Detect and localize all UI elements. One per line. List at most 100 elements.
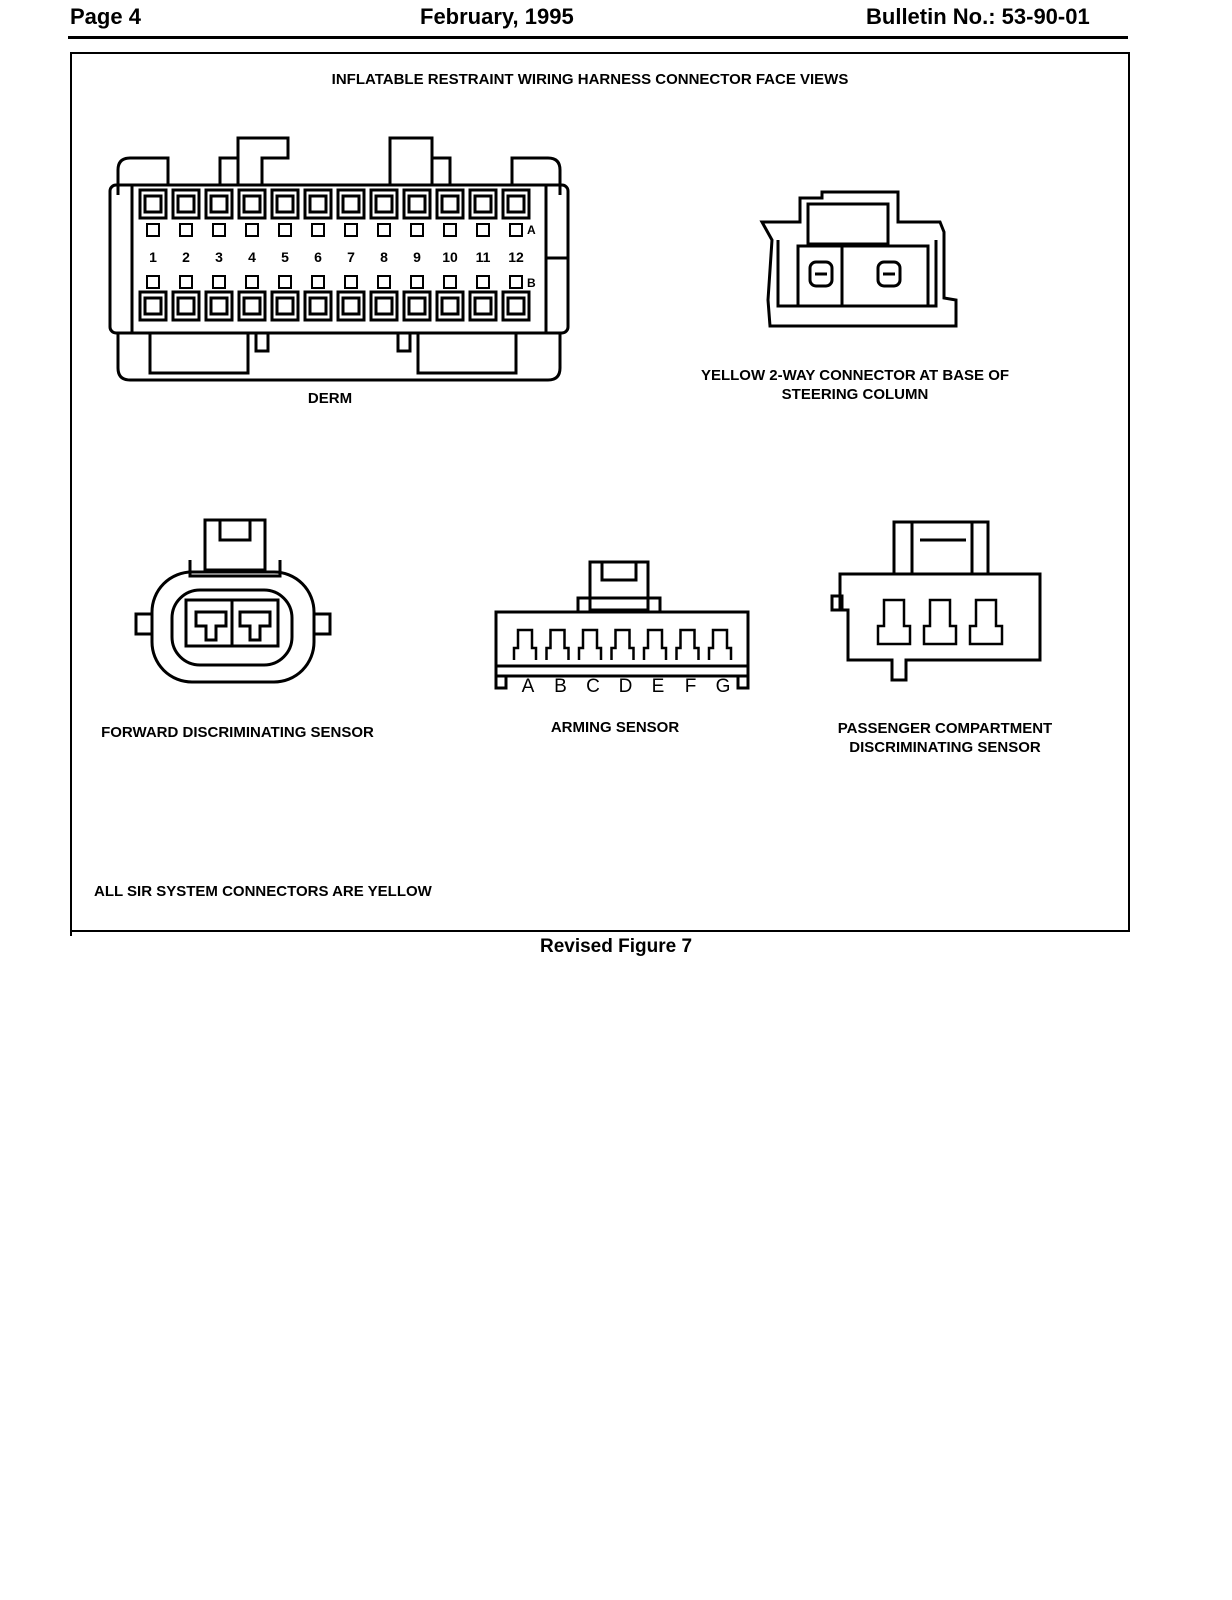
derm-top-cavity	[303, 188, 333, 220]
figure-frame	[70, 52, 1130, 936]
yellow-connector-label-line1: YELLOW 2-WAY CONNECTOR AT BASE OF	[700, 367, 1010, 384]
derm-pin-number: 1	[149, 249, 157, 265]
passenger-sensor-drawing	[830, 520, 1042, 682]
arming-pin-letter: E	[652, 676, 665, 697]
derm-pin-number: 4	[248, 249, 256, 265]
arming-pin-cavity	[642, 628, 668, 660]
derm-top-cavity-inner	[275, 194, 295, 214]
derm-top-cavity	[468, 188, 498, 220]
arming-pin-letter: G	[716, 676, 731, 697]
derm-pin-number: 12	[508, 249, 524, 265]
derm-row-b-pin	[311, 275, 325, 289]
derm-row-b-pin	[476, 275, 490, 289]
derm-bottom-cavity	[171, 290, 201, 322]
arming-pin-cavity	[707, 628, 733, 660]
derm-pin-number: 7	[347, 249, 355, 265]
derm-bottom-cavity-inner	[308, 296, 328, 316]
passenger-sensor-label-line1: PASSENGER COMPARTMENT	[837, 720, 1053, 737]
derm-top-cavity-inner	[473, 194, 493, 214]
arming-pin-cavity	[512, 628, 538, 660]
footnote: ALL SIR SYSTEM CONNECTORS ARE YELLOW	[94, 883, 432, 900]
derm-row-b-pin	[179, 275, 193, 289]
derm-row-a-pin	[443, 223, 457, 237]
derm-pin-number: 9	[413, 249, 421, 265]
derm-row-a-pin	[245, 223, 259, 237]
derm-bottom-cavity	[435, 290, 465, 322]
derm-bottom-cavity-inner	[374, 296, 394, 316]
yellow-2way-connector-drawing	[759, 190, 958, 328]
derm-row-b-pin	[509, 275, 523, 289]
derm-top-cavity-inner	[242, 194, 262, 214]
derm-row-a-pin	[509, 223, 523, 237]
derm-row-a-pin	[311, 223, 325, 237]
derm-bottom-cavity-inner	[440, 296, 460, 316]
forward-sensor-label: FORWARD DISCRIMINATING SENSOR	[101, 724, 374, 741]
derm-bottom-cavity	[138, 290, 168, 322]
derm-top-cavity	[138, 188, 168, 220]
derm-row-a-pin	[344, 223, 358, 237]
derm-bottom-cavity-inner	[407, 296, 427, 316]
issue-date: February, 1995	[420, 4, 574, 29]
derm-row-b-pin	[146, 275, 160, 289]
derm-row-a-pin	[377, 223, 391, 237]
derm-top-cavity-inner	[209, 194, 229, 214]
derm-bottom-cavity	[402, 290, 432, 322]
arming-pin-cavity	[545, 628, 570, 660]
derm-bottom-cavity	[336, 290, 366, 322]
derm-top-cavity	[237, 188, 267, 220]
derm-row-b-pin	[278, 275, 292, 289]
derm-bottom-cavity	[237, 290, 267, 322]
derm-bottom-cavity-inner	[209, 296, 229, 316]
arming-pin-cavity	[610, 628, 635, 660]
forward-sensor-drawing	[134, 518, 332, 684]
arming-pin-cavity	[577, 628, 603, 660]
derm-pin-number: 6	[314, 249, 322, 265]
derm-top-cavity	[270, 188, 300, 220]
derm-top-cavity-inner	[374, 194, 394, 214]
derm-bottom-cavity	[204, 290, 234, 322]
derm-bottom-cavity-inner	[473, 296, 493, 316]
arming-pin-letter: D	[619, 676, 633, 697]
derm-row-b-pin	[377, 275, 391, 289]
derm-bottom-cavity	[501, 290, 531, 322]
derm-bottom-cavity-inner	[275, 296, 295, 316]
arming-sensor-drawing	[494, 560, 750, 690]
arming-pin-letter: B	[554, 676, 567, 697]
derm-row-b-pin	[245, 275, 259, 289]
derm-row-a-pin	[410, 223, 424, 237]
derm-pin-number: 8	[380, 249, 388, 265]
derm-bottom-cavity-inner	[143, 296, 163, 316]
derm-bottom-cavity-inner	[176, 296, 196, 316]
derm-bottom-cavity	[369, 290, 399, 322]
arming-pin-cavity	[675, 628, 700, 660]
page-number: Page 4	[70, 4, 141, 29]
passenger-pin-cavity	[968, 598, 1004, 646]
yellow-connector-label: YELLOW 2-WAY CONNECTOR AT BASE OF STEERI…	[640, 366, 1070, 404]
derm-top-cavity-inner	[308, 194, 328, 214]
derm-top-cavity-inner	[440, 194, 460, 214]
derm-row-a-pin	[179, 223, 193, 237]
derm-row-label-a: A	[527, 223, 536, 237]
derm-pin-number: 10	[442, 249, 458, 265]
derm-connector-drawing	[108, 136, 570, 382]
derm-bottom-cavity-inner	[506, 296, 526, 316]
derm-top-cavity	[369, 188, 399, 220]
passenger-sensor-label: PASSENGER COMPARTMENT DISCRIMINATING SEN…	[800, 719, 1090, 757]
derm-row-a-pin	[278, 223, 292, 237]
derm-top-cavity	[336, 188, 366, 220]
derm-pin-number: 11	[476, 249, 491, 265]
derm-row-b-pin	[344, 275, 358, 289]
arming-pin-letter: A	[522, 676, 535, 697]
derm-row-label-b: B	[527, 276, 536, 290]
derm-top-cavity	[435, 188, 465, 220]
derm-top-cavity	[171, 188, 201, 220]
derm-bottom-cavity	[303, 290, 333, 322]
derm-top-cavity-inner	[506, 194, 526, 214]
derm-pin-number: 2	[182, 249, 190, 265]
figure-caption: Revised Figure 7	[539, 936, 693, 957]
derm-row-b-pin	[443, 275, 457, 289]
derm-top-cavity	[501, 188, 531, 220]
arming-pin-letter: C	[586, 676, 600, 697]
derm-bottom-cavity	[270, 290, 300, 322]
